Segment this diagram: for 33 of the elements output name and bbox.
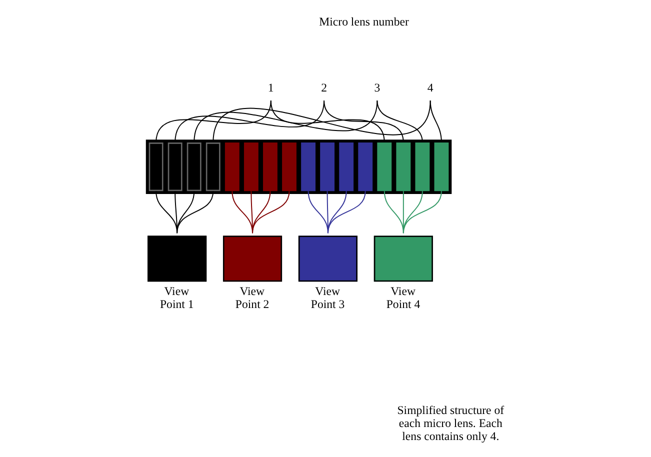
node-text: 4 (426, 80, 433, 95)
node-bar (376, 142, 392, 192)
node-bar (282, 142, 296, 192)
node-bar (148, 142, 163, 192)
connector (326, 190, 366, 234)
node-bar (358, 142, 372, 192)
label: Micro lens number (318, 14, 408, 28)
node-bar (243, 142, 258, 192)
node-bar (396, 142, 410, 192)
connector (252, 190, 270, 234)
node-label: View Point 2 (234, 284, 269, 312)
connector (252, 190, 290, 234)
node-bar (338, 142, 354, 192)
node-bar (167, 142, 182, 192)
node-text: 2 (320, 80, 326, 95)
cluster (145, 140, 452, 194)
node-bar (205, 142, 220, 192)
node-bar (414, 142, 430, 192)
connector (176, 190, 194, 234)
node-label: View Point 3 (310, 284, 344, 312)
node-bar (186, 142, 201, 192)
connector (402, 190, 442, 234)
node-label: View Point 1 (159, 284, 194, 312)
node-bar (434, 142, 448, 192)
node-text: 1 (267, 80, 274, 95)
node-bar (300, 142, 315, 192)
node-text: 3 (374, 80, 380, 95)
node-bar (320, 142, 334, 192)
node-bar (262, 142, 277, 192)
connector (176, 190, 214, 234)
node-label: View Point 4 (386, 284, 420, 312)
label: Simplified structure of each micro lens. Each lens contains only 4. (396, 402, 504, 444)
node-bar (224, 142, 239, 192)
